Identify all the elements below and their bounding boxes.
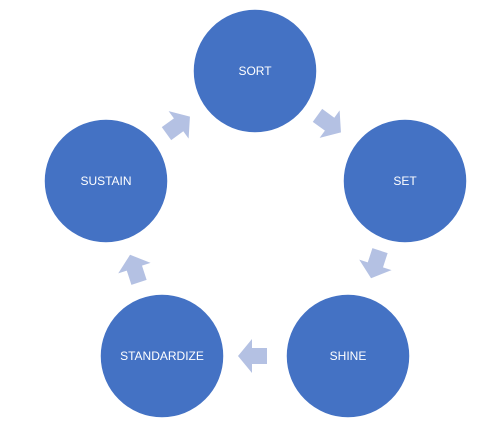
step-label-sustain: SUSTAIN xyxy=(80,174,131,188)
step-label-set: SET xyxy=(393,174,417,188)
step-circle-sort xyxy=(192,8,318,134)
arrow-set-to-shine xyxy=(359,248,392,279)
step-circle-sustain xyxy=(43,118,169,244)
step-node-sort: SORT xyxy=(192,8,318,134)
step-node-sustain: SUSTAIN xyxy=(43,118,169,244)
step-circle-set xyxy=(342,118,468,244)
step-node-set: SET xyxy=(342,118,468,244)
step-node-shine: SHINE xyxy=(285,293,411,419)
step-circle-shine xyxy=(285,293,411,419)
arrow-sort-to-set xyxy=(312,108,341,138)
step-circle-standardize xyxy=(99,293,225,419)
arrow-standardize-to-sustain xyxy=(118,254,151,285)
step-label-shine: SHINE xyxy=(330,349,367,363)
step-label-standardize: STANDARDIZE xyxy=(120,349,204,363)
arrow-shine-to-standardize xyxy=(238,339,267,373)
step-node-standardize: STANDARDIZE xyxy=(99,293,225,419)
step-label-sort: SORT xyxy=(238,64,272,78)
connector-arrows xyxy=(118,108,392,373)
arrow-sustain-to-sort xyxy=(161,111,190,141)
